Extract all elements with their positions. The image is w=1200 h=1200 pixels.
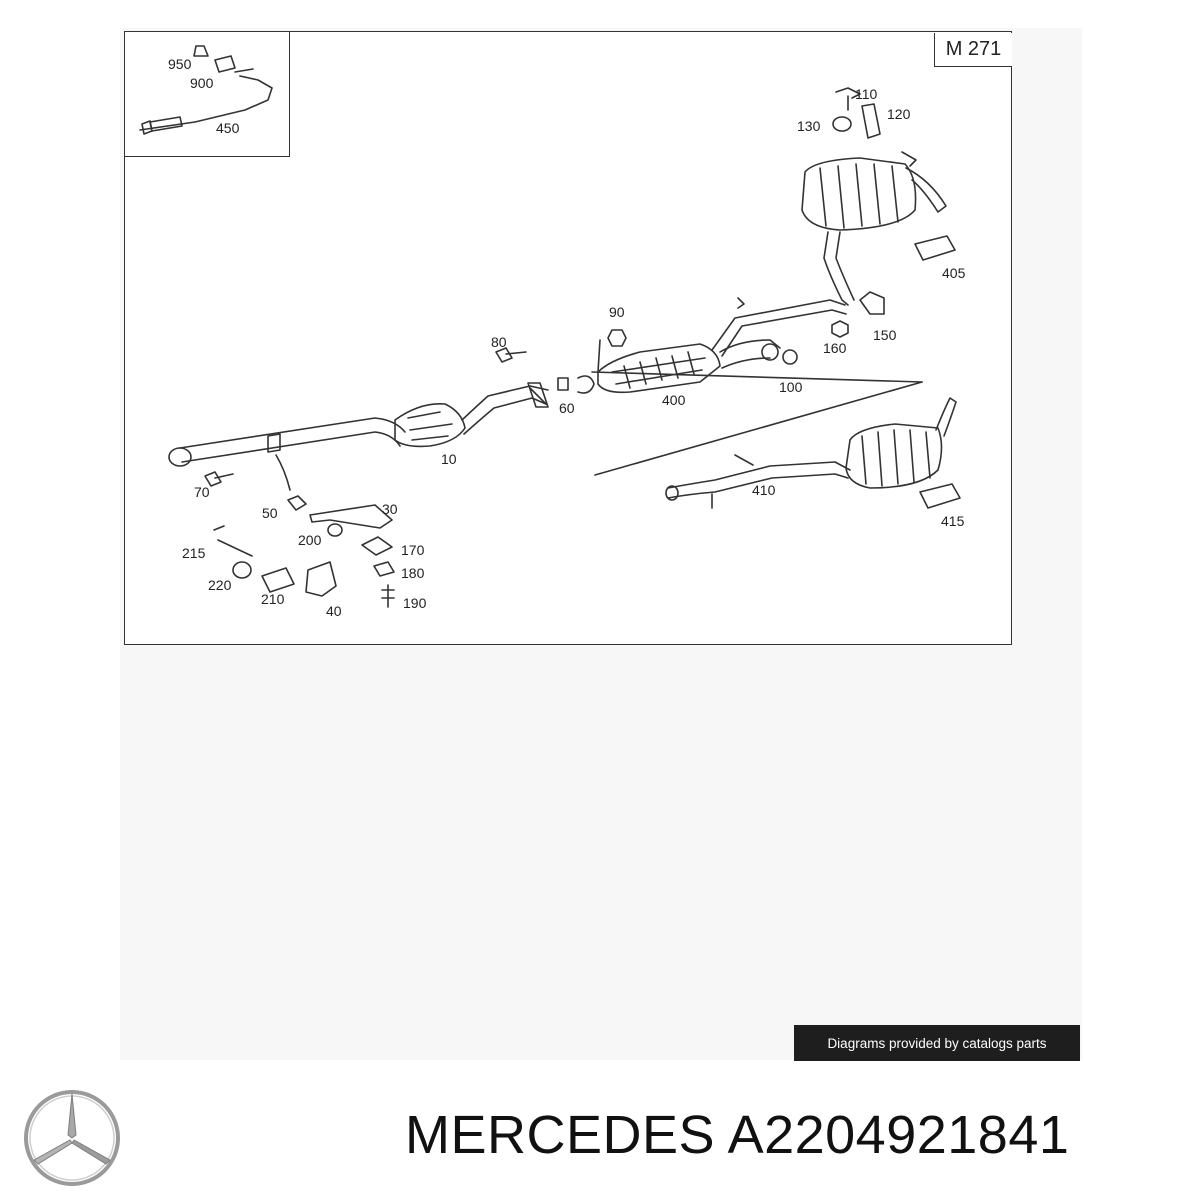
part-label-900: 900 — [190, 75, 214, 91]
part-label-40: 40 — [326, 603, 342, 619]
part-label-120: 120 — [887, 106, 911, 122]
part-label-215: 215 — [182, 545, 206, 561]
part-label-80: 80 — [491, 334, 507, 350]
part-label-100: 100 — [779, 379, 803, 395]
part-label-210: 210 — [261, 591, 285, 607]
engine-model-tag: M 271 — [934, 33, 1012, 67]
part-label-405: 405 — [942, 265, 966, 281]
front-pipe-part — [168, 382, 549, 467]
part-label-70: 70 — [194, 484, 210, 500]
part-label-30: 30 — [382, 501, 398, 517]
mounting-hardware-parts — [204, 329, 923, 608]
oxygen-sensor-part — [139, 45, 273, 135]
part-label-50: 50 — [262, 505, 278, 521]
part-label-400: 400 — [662, 392, 686, 408]
part-label-190: 190 — [403, 595, 427, 611]
part-label-410: 410 — [752, 482, 776, 498]
part-label-450: 450 — [216, 120, 240, 136]
part-label-130: 130 — [797, 118, 821, 134]
part-label-415: 415 — [941, 513, 965, 529]
part-label-170: 170 — [401, 542, 425, 558]
part-label-220: 220 — [208, 577, 232, 593]
part-label-10: 10 — [441, 451, 457, 467]
part-label-150: 150 — [873, 327, 897, 343]
rear-silencer-lower-part — [594, 381, 961, 509]
brand-part-title: MERCEDES A2204921841 — [405, 1105, 1070, 1165]
diagram-frame — [124, 31, 1012, 645]
sensor-inset-box — [124, 31, 290, 157]
part-label-950: 950 — [168, 56, 192, 72]
part-label-180: 180 — [401, 565, 425, 581]
part-label-160: 160 — [823, 340, 847, 356]
part-label-200: 200 — [298, 532, 322, 548]
rear-silencer-upper-part — [801, 87, 956, 338]
mercedes-star-icon — [24, 1090, 120, 1186]
part-label-60: 60 — [559, 400, 575, 416]
part-label-90: 90 — [609, 304, 625, 320]
diagram-credit-badge: Diagrams provided by catalogs parts — [794, 1025, 1080, 1061]
part-label-110: 110 — [855, 86, 878, 102]
catalytic-converter-part — [597, 297, 847, 394]
